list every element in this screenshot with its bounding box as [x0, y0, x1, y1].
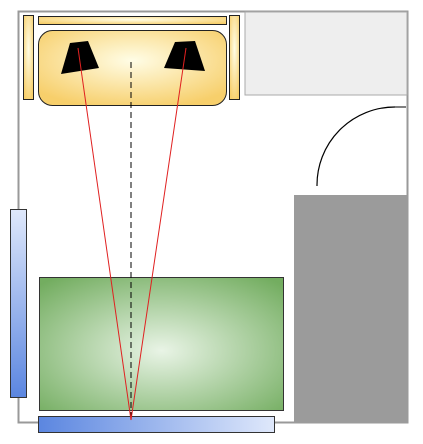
closet-area: [244, 11, 408, 96]
door-swing-arc: [316, 106, 396, 187]
sofa-arm-left: [23, 15, 34, 100]
sofa-back: [38, 16, 227, 25]
rug: [39, 277, 284, 411]
sightline-right: [130, 47, 187, 421]
window-left: [10, 209, 27, 398]
sofa-arm-right: [229, 15, 240, 100]
sightline-left: [77, 47, 132, 421]
window-bottom: [38, 416, 275, 433]
storage-block: [294, 195, 408, 423]
speaker-left: [61, 41, 99, 74]
